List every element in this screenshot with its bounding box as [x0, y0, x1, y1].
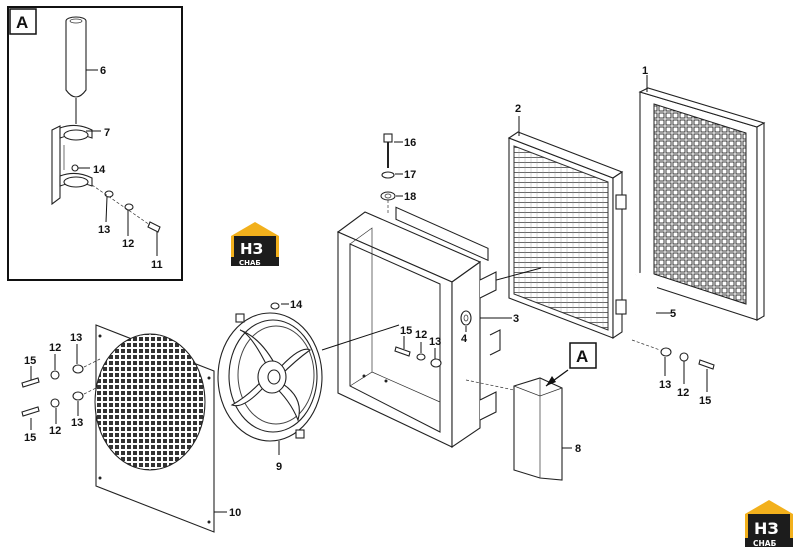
grommet: [460, 310, 472, 332]
callout-3: 3: [513, 313, 519, 325]
callout-7: 7: [104, 127, 110, 139]
callout-2: 2: [515, 103, 521, 115]
detail-fasteners: [91, 184, 161, 233]
refrigerant-line: [632, 270, 671, 337]
callout-11: 11: [151, 259, 163, 271]
callout-13-detail: 13: [98, 224, 110, 236]
callout-13-right: 13: [659, 379, 671, 391]
callout-labels: 1 2 3 4 5 6 7 8 9 10 11 12 12 12 12 12 1…: [24, 65, 711, 519]
shroud-fasteners: [394, 336, 442, 368]
callout-15-right: 15: [699, 395, 711, 407]
callout-15-mid: 15: [400, 325, 412, 337]
svg-text:НЗ: НЗ: [754, 519, 779, 538]
callout-1: 1: [642, 65, 648, 77]
top-bolt-stack: [380, 133, 403, 214]
callout-12-mid: 12: [415, 329, 427, 341]
callout-13-lower: 13: [71, 417, 83, 429]
svg-text:СНАБ: СНАБ: [753, 539, 777, 548]
brand-logo-center: НЗ СНАБ: [231, 222, 279, 267]
fan-guard-plate: [94, 324, 227, 533]
callout-18: 18: [404, 191, 416, 203]
detail-a-label: A: [16, 13, 28, 32]
callout-4: 4: [461, 333, 468, 345]
callout-14-detail: 14: [93, 164, 106, 176]
callout-12-upper: 12: [49, 342, 61, 354]
callout-12-lower: 12: [49, 425, 61, 437]
callout-17: 17: [404, 169, 416, 181]
receiver-cover: A: [465, 342, 597, 481]
callout-13-upper: 13: [70, 332, 82, 344]
detail-a-pointer-label: A: [576, 347, 588, 366]
detail-a-box: A: [7, 6, 183, 281]
callout-8: 8: [575, 443, 581, 455]
svg-text:СНАБ: СНАБ: [239, 259, 261, 267]
guard-fasteners: [21, 344, 101, 430]
condenser-fasteners: [631, 339, 715, 392]
callout-12-right: 12: [677, 387, 689, 399]
callout-6: 6: [100, 65, 106, 77]
callout-16: 16: [404, 137, 416, 149]
brand-logo-corner: НЗ СНАБ: [745, 500, 793, 548]
condenser-core: [473, 116, 627, 340]
electric-fan: [217, 302, 400, 455]
callout-13-mid: 13: [429, 336, 441, 348]
fan-shroud-frame: [336, 206, 512, 449]
callout-12-detail: 12: [122, 238, 134, 250]
receiver-dryer: [65, 16, 87, 124]
callout-15-lower: 15: [24, 432, 36, 444]
callout-9: 9: [276, 461, 282, 473]
callout-15-upper: 15: [24, 355, 36, 367]
callout-10: 10: [229, 507, 241, 519]
front-screen-grille: [638, 75, 766, 321]
svg-text:НЗ: НЗ: [240, 240, 263, 258]
callout-14-fan: 14: [290, 299, 303, 311]
callout-5: 5: [670, 308, 676, 320]
mounting-bracket: [51, 124, 93, 206]
